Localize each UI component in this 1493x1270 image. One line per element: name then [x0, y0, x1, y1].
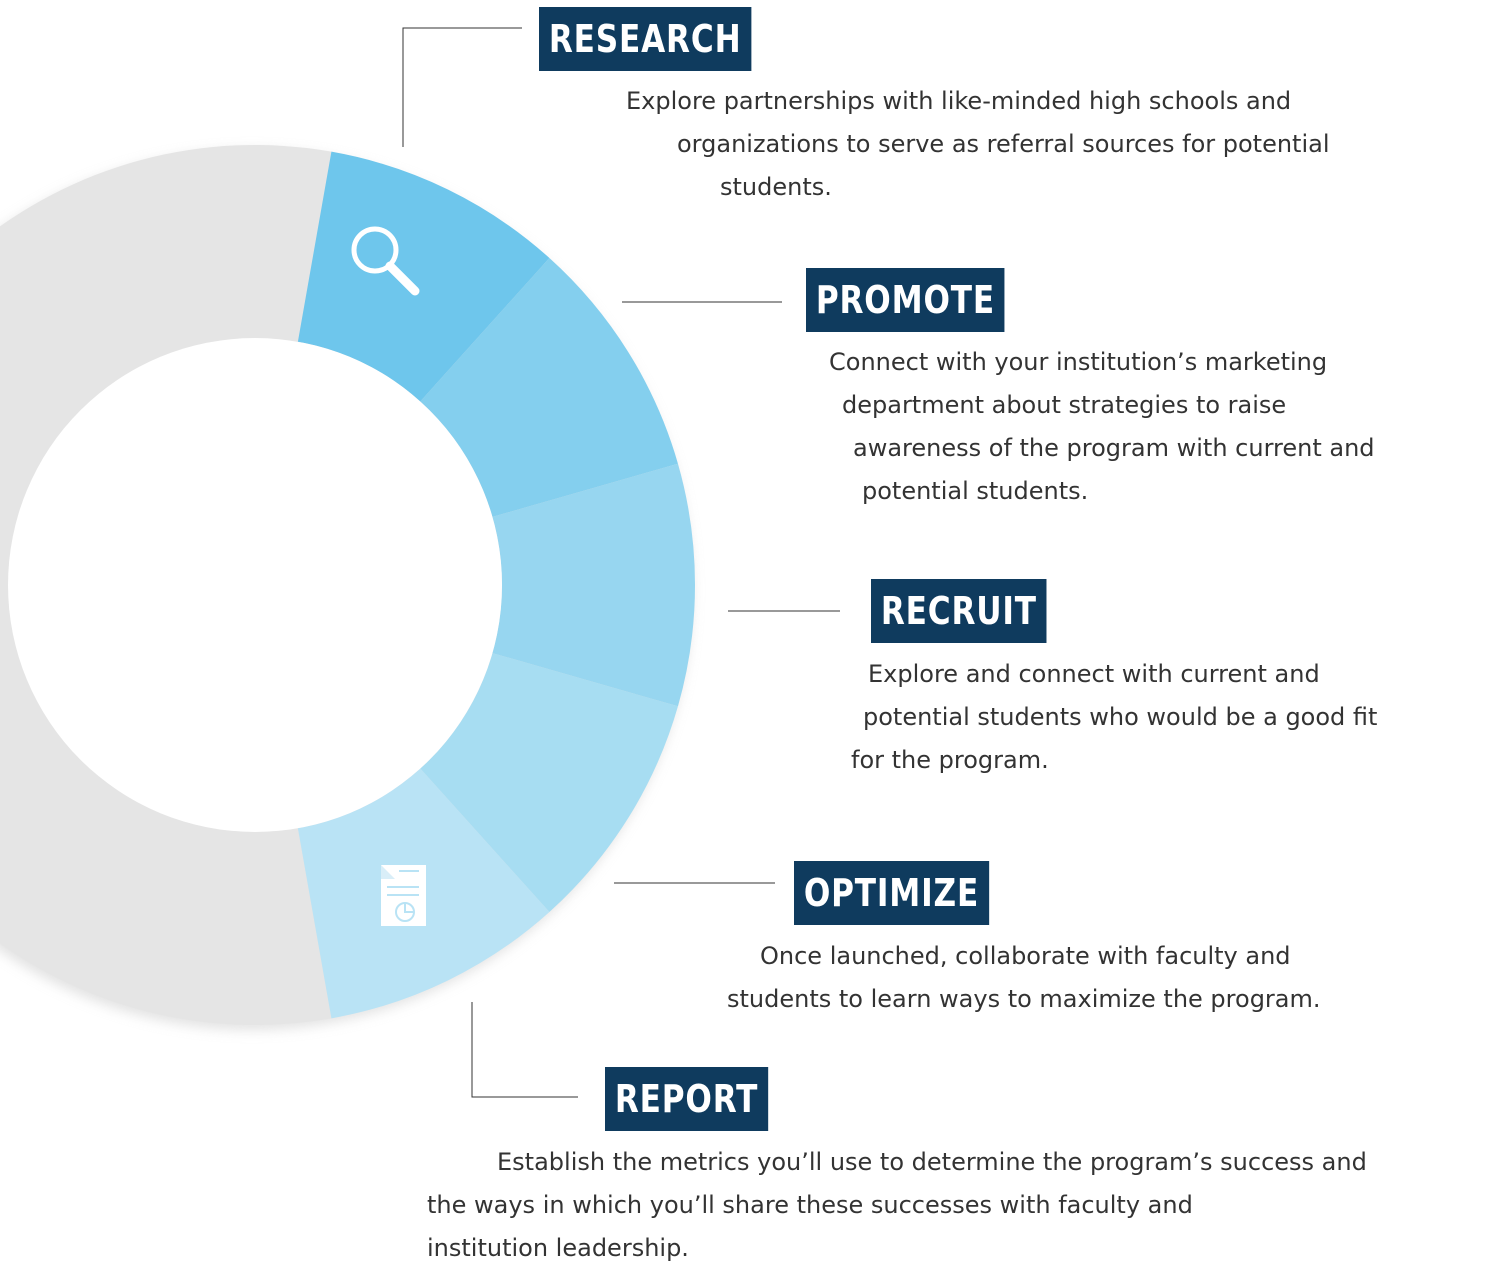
promote-heading: PROMOTE	[806, 268, 1005, 332]
optimize-description: Once launched, collaborate with faculty …	[727, 942, 1321, 1013]
report-heading: REPORT	[605, 1067, 769, 1131]
ring-segment-promote	[420, 258, 678, 517]
recruit-description: Explore and connect with current and pot…	[851, 660, 1378, 774]
wheel-center	[8, 338, 502, 832]
connector-research	[402, 27, 522, 147]
ring-segment-optimize	[420, 653, 678, 912]
report-description: Establish the metrics you’ll use to dete…	[427, 1148, 1367, 1262]
optimize-heading: OPTIMIZE	[794, 861, 989, 925]
promote-description: Connect with your institution’s marketin…	[829, 348, 1375, 505]
ring-segment-recruit	[492, 463, 695, 707]
research-description: Explore partnerships with like-minded hi…	[626, 87, 1330, 201]
research-heading: RESEARCH	[539, 7, 752, 71]
recruit-heading: RECRUIT	[871, 579, 1047, 643]
report-document-icon	[381, 865, 426, 926]
ring-base	[0, 145, 332, 1025]
ring-segment-research	[297, 151, 550, 402]
connector-report	[471, 1002, 578, 1098]
magnifier-icon	[351, 226, 420, 296]
